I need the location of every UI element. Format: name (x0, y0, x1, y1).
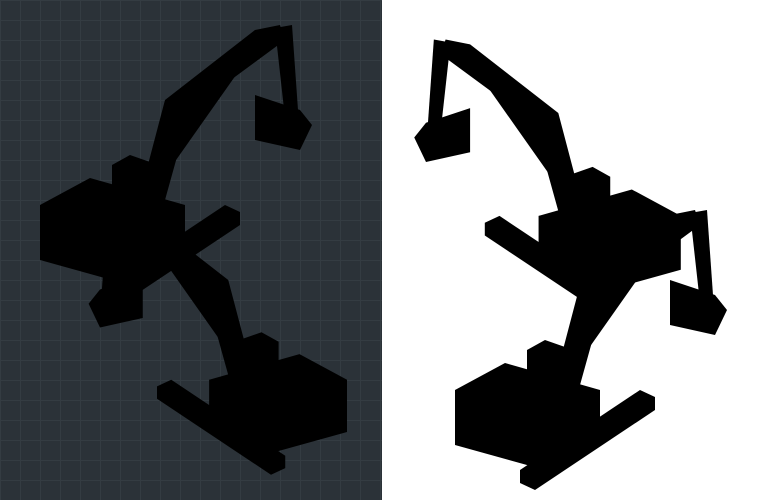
excavator-drawings: .dk .f,.dk .s{stroke:#efe1c2;stroke-widt… (40, 25, 727, 490)
